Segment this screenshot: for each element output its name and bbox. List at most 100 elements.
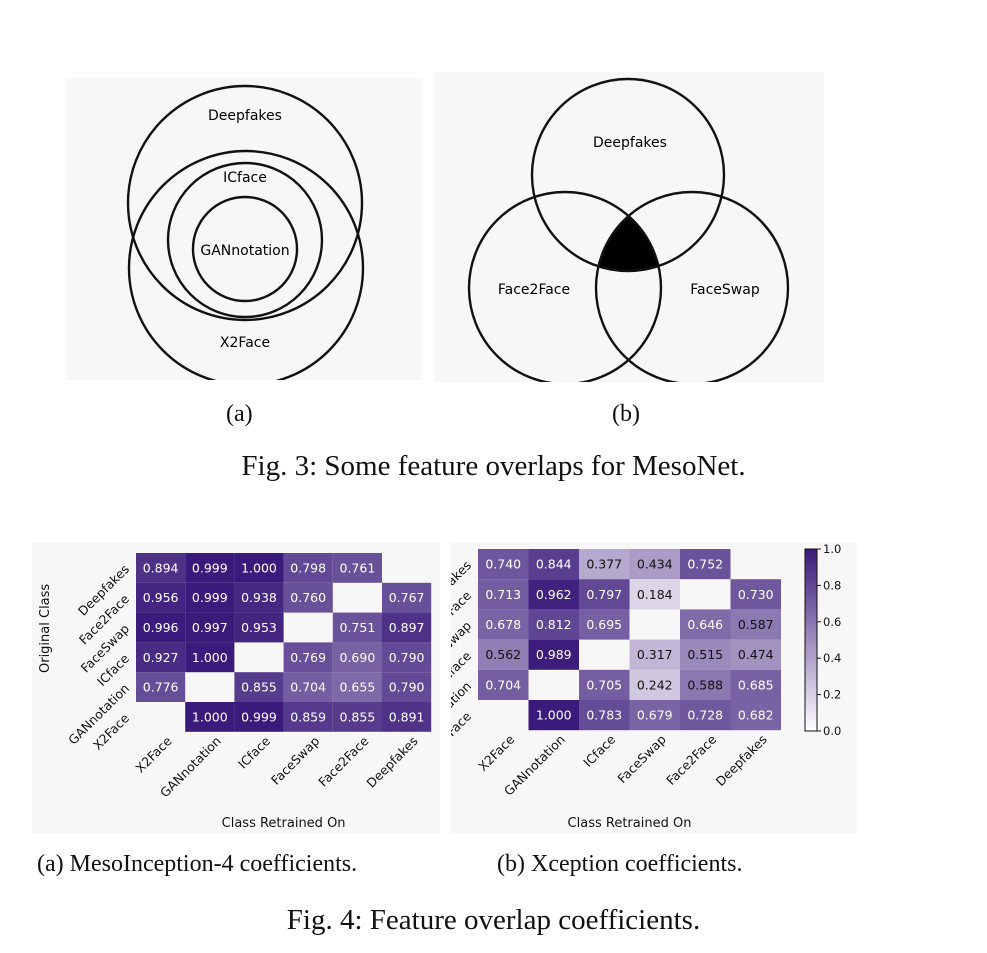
venn-b-label-deepfakes: Deepfakes — [593, 135, 667, 151]
mesoinception-cell-r3-c4 — [332, 642, 382, 673]
xception-colorbar-label-3: 0.6 — [823, 615, 841, 629]
venn-b-circle-deepfakes — [530, 77, 726, 273]
mesoinception-cell-label-r2-c0: 0.996 — [143, 620, 179, 635]
xception-cell-r1-c3 — [629, 579, 680, 610]
xception-cell-label-r1-c0: 0.713 — [485, 587, 521, 602]
xception-cell-r3-c3 — [629, 639, 680, 670]
xception-cell-label-r1-c1: 0.962 — [536, 587, 572, 602]
mesoinception-cell-label-r0-c2: 1.000 — [241, 560, 277, 575]
venn-a-label-x2face: X2Face — [220, 335, 270, 351]
mesoinception-cell-r3-c0 — [136, 642, 186, 673]
mesoinception-cell-label-r2-c2: 0.953 — [241, 620, 277, 635]
xception-cell-label-r3-c1: 0.989 — [536, 647, 572, 662]
mesoinception-cell-r2-c2 — [234, 612, 284, 643]
xception-cell-label-r0-c1: 0.844 — [536, 557, 572, 572]
mesoinception-cell-r4-c5 — [382, 672, 432, 702]
xception-cell-r0-c3 — [629, 549, 680, 580]
mesoinception-cell-r3-c3 — [283, 642, 333, 673]
xception-cell-r3-c4 — [680, 639, 731, 670]
xception-cell-label-r3-c5: 0.474 — [738, 647, 774, 662]
mesoinception-cell-r0-c1 — [185, 553, 235, 583]
mesoinception-cell-r2-c5 — [382, 612, 432, 643]
mesoinception-cell-label-r2-c5: 0.897 — [389, 620, 425, 635]
mesoinception-cell-r0-c2 — [234, 553, 284, 583]
xception-colorbar — [804, 548, 818, 732]
xception-xtick-face2face: Face2Face — [663, 731, 719, 787]
mesoinception-cell-r4-c2 — [234, 672, 284, 702]
mesoinception-cell-r4-c0 — [136, 672, 186, 702]
xception-cell-label-r1-c2: 0.797 — [586, 587, 622, 602]
xception-cell-r4-c2 — [579, 669, 630, 700]
fig3-panel-a-background — [66, 78, 422, 380]
xception-cell-r2-c2 — [579, 609, 630, 640]
xception-cell-label-r4-c5: 0.685 — [738, 677, 774, 692]
fig4-caption: Fig. 4: Feature overlap coefficients. — [286, 904, 701, 936]
xception-cell-label-r4-c3: 0.242 — [637, 677, 673, 692]
xception-cell-r0-c1 — [528, 549, 579, 580]
mesoinception-ylabel: Original Class — [38, 584, 53, 673]
mesoinception-cell-r0-c4 — [332, 553, 382, 583]
mesoinception-cell-label-r4-c3: 0.704 — [290, 680, 326, 695]
mesoinception-cell-r5-c1 — [185, 702, 235, 732]
mesoinception-cell-label-r0-c4: 0.761 — [340, 560, 376, 575]
xception-cell-label-r3-c0: 0.562 — [485, 647, 521, 662]
xception-cell-label-r2-c5: 0.587 — [738, 617, 774, 632]
xception-xtick-faceswap: FaceSwap — [614, 732, 669, 787]
xception-cell-r2-c4 — [680, 609, 731, 640]
mesoinception-cell-label-r4-c4: 0.655 — [340, 680, 376, 695]
mesoinception-cell-r2-c1 — [185, 612, 235, 643]
mesoinception-cell-label-r3-c3: 0.769 — [290, 650, 326, 665]
xception-cell-r1-c2 — [579, 579, 630, 610]
xception-cell-label-r4-c2: 0.705 — [586, 677, 622, 692]
xception-cell-r4-c4 — [680, 669, 731, 700]
mesoinception-cell-label-r5-c1: 1.000 — [192, 709, 228, 724]
mesoinception-cell-r3-c1 — [185, 642, 235, 673]
venn-diagram-a: Deepfakes ICface GANnotation X2Face — [126, 84, 365, 380]
xception-cell-label-r3-c4: 0.515 — [687, 647, 723, 662]
xception-cell-r5-c3 — [629, 700, 680, 731]
mesoinception-cell-r0-c0 — [136, 553, 186, 583]
xception-cell-r3-c0 — [478, 639, 529, 670]
fig3-panel-b-label: (b) — [612, 401, 640, 427]
xception-cell-label-r0-c2: 0.377 — [586, 557, 622, 572]
mesoinception-cell-r1-c2 — [234, 582, 284, 613]
xception-xtick-icface: ICface — [580, 732, 618, 770]
mesoinception-cell-r0-c3 — [283, 553, 333, 583]
mesoinception-cell-label-r3-c5: 0.790 — [389, 650, 425, 665]
xception-cell-r5-c4 — [680, 700, 731, 731]
xception-colorbar-label-0: 0.0 — [823, 724, 841, 738]
xception-xtick-x2face: X2Face — [475, 732, 517, 774]
mesoinception-cell-r5-c5 — [382, 702, 432, 732]
xception-cell-r0-c4 — [680, 549, 731, 580]
mesoinception-cell-r2-c0 — [136, 612, 186, 643]
venn-a-circle-deepfakes — [126, 84, 364, 322]
xception-cell-label-r0-c3: 0.434 — [637, 557, 673, 572]
xception-cell-label-r1-c5: 0.730 — [738, 587, 774, 602]
xception-cell-label-r5-c4: 0.728 — [687, 708, 723, 723]
mesoinception-cell-r4-c4 — [332, 672, 382, 702]
xception-cell-r2-c1 — [528, 609, 579, 640]
venn-a-circle-x2face — [127, 149, 365, 380]
venn-b-circle-faceswap — [594, 190, 790, 382]
fig3-panel-a-label: (a) — [226, 401, 253, 427]
xception-xtick-deepfakes: Deepfakes — [713, 732, 770, 789]
xception-ytick-x2face: X2Face — [451, 708, 474, 750]
xception-cell-label-r5-c3: 0.679 — [637, 708, 673, 723]
xception-colorbar-label-5: 1.0 — [823, 543, 841, 556]
mesoinception-xtick-faceswap: FaceSwap — [268, 733, 323, 788]
xception-cell-label-r0-c0: 0.740 — [485, 557, 521, 572]
xception-cell-r4-c3 — [629, 669, 680, 700]
xception-cell-r2-c0 — [478, 609, 529, 640]
mesoinception-cell-label-r1-c5: 0.767 — [389, 590, 425, 605]
xception-cell-r5-c2 — [579, 700, 630, 731]
mesoinception-cell-r1-c3 — [283, 582, 333, 613]
xception-cell-label-r5-c5: 0.682 — [738, 708, 774, 723]
xception-cell-r0-c2 — [579, 549, 630, 580]
xception-cell-r5-c5 — [730, 700, 781, 731]
fig3-caption: Fig. 3: Some feature overlaps for MesoNe… — [241, 450, 746, 482]
xception-cell-r0-c0 — [478, 549, 529, 580]
venn-a-label-deepfakes: Deepfakes — [208, 108, 282, 124]
xception-cell-r2-c5 — [730, 609, 781, 640]
